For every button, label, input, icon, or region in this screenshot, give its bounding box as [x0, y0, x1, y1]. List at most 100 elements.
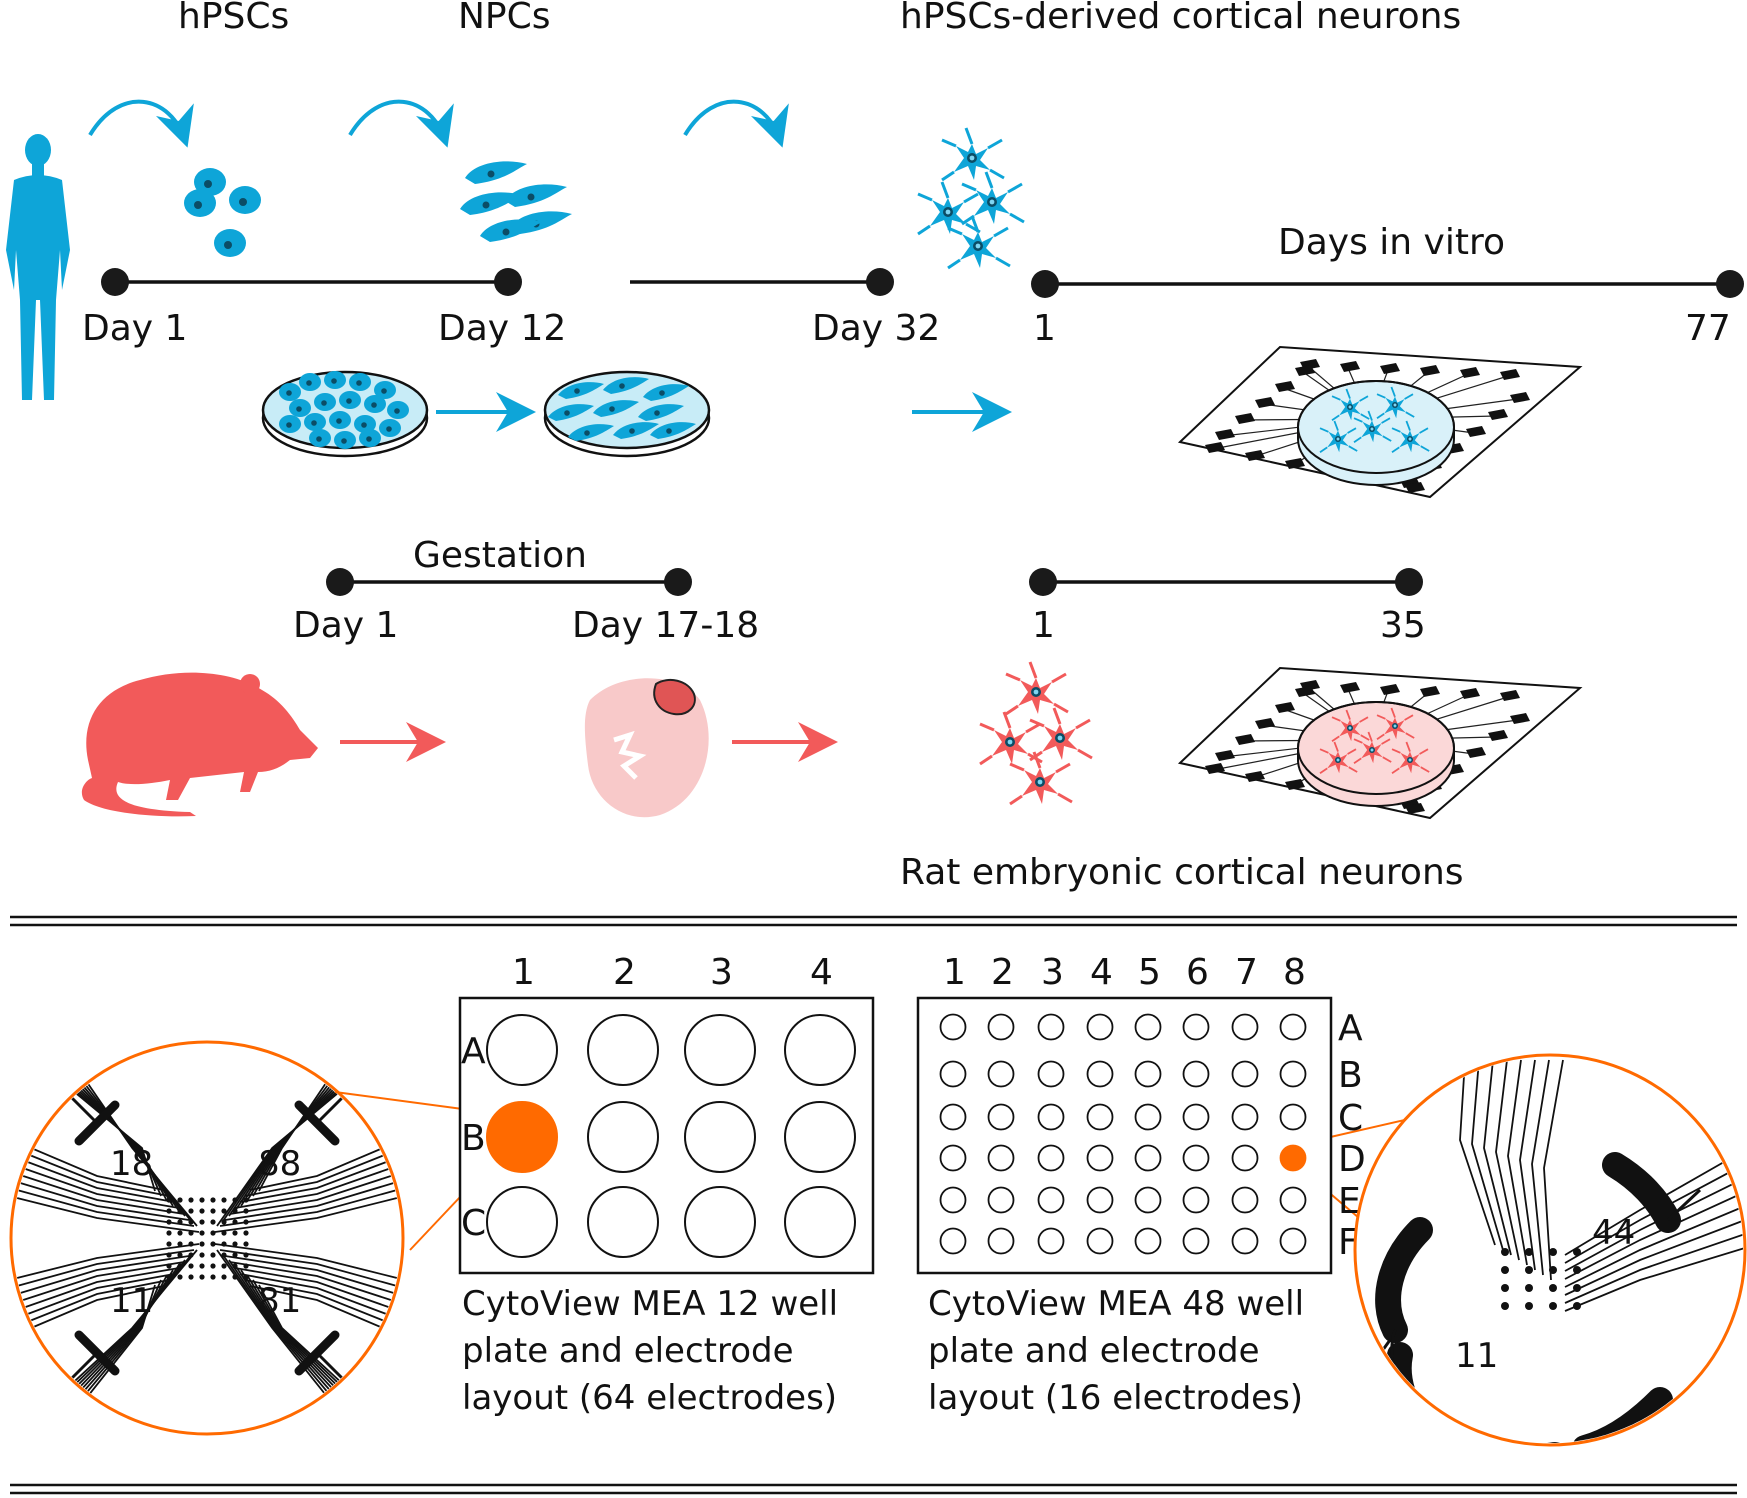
electrode: [232, 1252, 238, 1258]
neuron-cluster-icon: [978, 660, 1094, 806]
well: [1279, 1186, 1307, 1214]
plate-column-label: 3: [1041, 952, 1064, 993]
caption-line: layout (16 electrodes): [928, 1378, 1303, 1418]
well: [1279, 1227, 1307, 1255]
electrode-pad: [1405, 803, 1425, 814]
electrode: [243, 1230, 249, 1236]
plate-row-label: C: [461, 1203, 486, 1244]
mea-plate-icon: [1177, 345, 1583, 499]
npc-cell: [613, 422, 659, 439]
embryo-icon: [584, 678, 709, 818]
electrode-layout-16: [1353, 1053, 1747, 1447]
well: [939, 1060, 967, 1088]
npc-cell: [650, 422, 696, 439]
well: [1086, 1144, 1114, 1172]
well: [1134, 1103, 1162, 1131]
electrode: [221, 1263, 227, 1269]
well: [587, 1014, 659, 1086]
days-in-vitro-title: Days in vitro: [1278, 222, 1505, 263]
electrode: [1549, 1266, 1557, 1274]
well: [1134, 1013, 1162, 1041]
stem-cell: [379, 419, 401, 437]
electrode: [188, 1263, 194, 1269]
electrode-pad: [1420, 365, 1440, 376]
electrode: [232, 1219, 238, 1225]
electrode-pad: [1295, 686, 1315, 697]
stage-label-cortical-neurons: hPSCs-derived cortical neurons: [900, 0, 1461, 37]
electrode-pad: [1275, 702, 1295, 713]
electrode-pad: [1245, 771, 1265, 782]
electrode-pad: [1245, 450, 1265, 461]
well-highlighted: [1279, 1144, 1307, 1172]
well: [1279, 1103, 1307, 1131]
electrode: [188, 1274, 194, 1280]
well: [1182, 1227, 1210, 1255]
well: [1134, 1144, 1162, 1172]
electrode: [243, 1252, 249, 1258]
electrode: [243, 1241, 249, 1247]
electrode: [177, 1252, 183, 1258]
electrode: [243, 1274, 249, 1280]
well: [587, 1101, 659, 1173]
gestation-day-1: Day 1: [293, 605, 398, 646]
well: [1279, 1013, 1307, 1041]
plate-row-label: D: [1338, 1139, 1366, 1180]
electrode-pad: [1488, 730, 1508, 741]
stem-cell: [374, 381, 396, 399]
mea-plate-icon: [1177, 666, 1583, 820]
electrode: [166, 1241, 172, 1247]
electrode-pad: [1340, 682, 1360, 693]
rat-silhouette-icon: [81, 672, 318, 817]
plate-row-label: B: [1338, 1055, 1363, 1096]
petri-dish-icon: [543, 370, 711, 458]
stem-cell: [299, 373, 321, 391]
electrode: [1549, 1302, 1557, 1310]
electrode: [177, 1241, 183, 1247]
electrode: [1549, 1248, 1557, 1256]
electrode: [1573, 1248, 1581, 1256]
well: [939, 1227, 967, 1255]
electrode: [1573, 1284, 1581, 1292]
electrode: [210, 1197, 216, 1203]
well: [939, 1144, 967, 1172]
gestation-title: Gestation: [413, 535, 587, 576]
electrode-pad: [1510, 392, 1530, 403]
plate-column-label: 8: [1283, 952, 1306, 993]
stem-cell: [364, 395, 386, 413]
electrode: [166, 1197, 172, 1203]
electrode: [199, 1208, 205, 1214]
electrode: [1501, 1248, 1509, 1256]
electrode: [210, 1252, 216, 1258]
timeline-day-1: Day 1: [82, 308, 187, 349]
npc-cell: [593, 400, 639, 417]
well: [1086, 1227, 1114, 1255]
electrode: [199, 1274, 205, 1280]
electrode: [1525, 1266, 1533, 1274]
well: [1134, 1060, 1162, 1088]
electrode: [243, 1263, 249, 1269]
caption-line: plate and electrode: [462, 1331, 794, 1371]
electrode: [177, 1274, 183, 1280]
electrode: [232, 1274, 238, 1280]
electrode: [188, 1197, 194, 1203]
plate-row-label: C: [1338, 1098, 1363, 1139]
electrode-layout-64: [9, 1040, 405, 1436]
npc-cluster-icon: [460, 161, 572, 242]
well: [939, 1013, 967, 1041]
electrode: [221, 1219, 227, 1225]
electrode: [243, 1197, 249, 1203]
electrode: [199, 1197, 205, 1203]
stem-cell-cluster-icon: [184, 168, 261, 257]
electrode-pad: [1255, 397, 1275, 408]
electrode: [232, 1208, 238, 1214]
electrode: [1549, 1284, 1557, 1292]
electrode: [188, 1241, 194, 1247]
reference-electrode: [294, 1330, 340, 1376]
plate-column-label: 2: [991, 952, 1014, 993]
electrode: [199, 1230, 205, 1236]
electrode-pad: [1295, 365, 1315, 376]
electrode: [221, 1274, 227, 1280]
well: [1182, 1144, 1210, 1172]
well: [587, 1186, 659, 1258]
